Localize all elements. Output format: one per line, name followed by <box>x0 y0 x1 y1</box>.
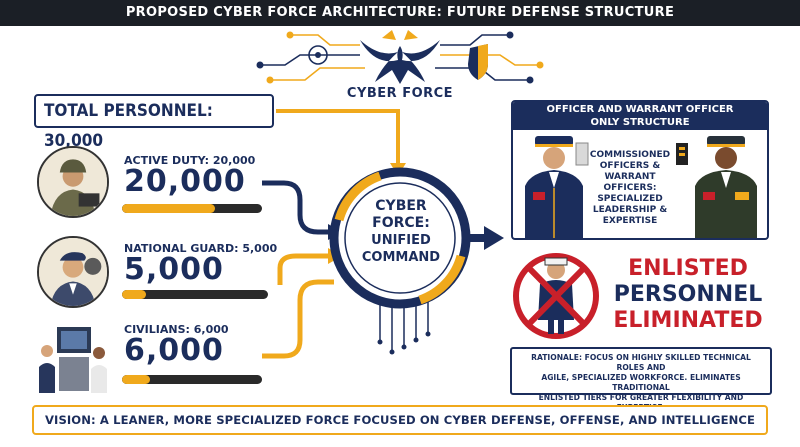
vision-statement: VISION: A LEANER, MORE SPECIALIZED FORCE… <box>32 405 768 435</box>
hub-ring <box>329 167 471 355</box>
prohibited-enlisted-icon <box>513 253 599 339</box>
circuit-network-icon <box>256 31 544 84</box>
active-duty-bar <box>122 204 262 213</box>
enlisted-eliminated-text: ENLISTED PERSONNEL ELIMINATED <box>613 256 763 333</box>
diagram-canvas <box>256 30 599 359</box>
civilians-label: CIVILIANS: 6,000 <box>124 323 229 336</box>
warrant-insignia-icon <box>676 143 688 165</box>
officer-description: COMMISSIONED OFFICERS & WARRANT OFFICERS… <box>589 150 671 226</box>
soldier-with-laptop-icon <box>37 146 109 218</box>
rank-insignia-icon <box>575 142 589 166</box>
rationale-box: RATIONALE: FOCUS ON HIGHLY SKILLED TECHN… <box>510 347 772 412</box>
officer-structure-header: OFFICER AND WARRANT OFFICER ONLY STRUCTU… <box>513 102 767 130</box>
officer-structure-box: OFFICER AND WARRANT OFFICER ONLY STRUCTU… <box>511 100 769 240</box>
national-guard-value: 5,000 <box>124 252 224 287</box>
civilians-value: 6,000 <box>124 333 224 368</box>
active-duty-label: ACTIVE DUTY: 20,000 <box>124 154 256 167</box>
page-title: PROPOSED CYBER FORCE ARCHITECTURE: FUTUR… <box>0 0 800 26</box>
logo-text: CYBER FORCE <box>346 86 454 101</box>
civilians-at-terminal-icon <box>37 323 109 395</box>
active-duty-value: 20,000 <box>124 164 246 199</box>
civilians-bar <box>122 375 262 384</box>
warrant-officer-figure-icon <box>695 136 757 238</box>
national-guard-label: NATIONAL GUARD: 5,000 <box>124 242 278 255</box>
eagle-icon <box>360 30 440 84</box>
shield-icon <box>468 44 488 80</box>
guard-officer-icon <box>37 236 109 308</box>
national-guard-bar <box>122 290 268 299</box>
officer-figure-icon <box>525 136 583 238</box>
hub-label: CYBER FORCE: UNIFIED COMMAND <box>361 198 441 265</box>
total-personnel-box: TOTAL PERSONNEL: 30,000 <box>34 94 274 151</box>
